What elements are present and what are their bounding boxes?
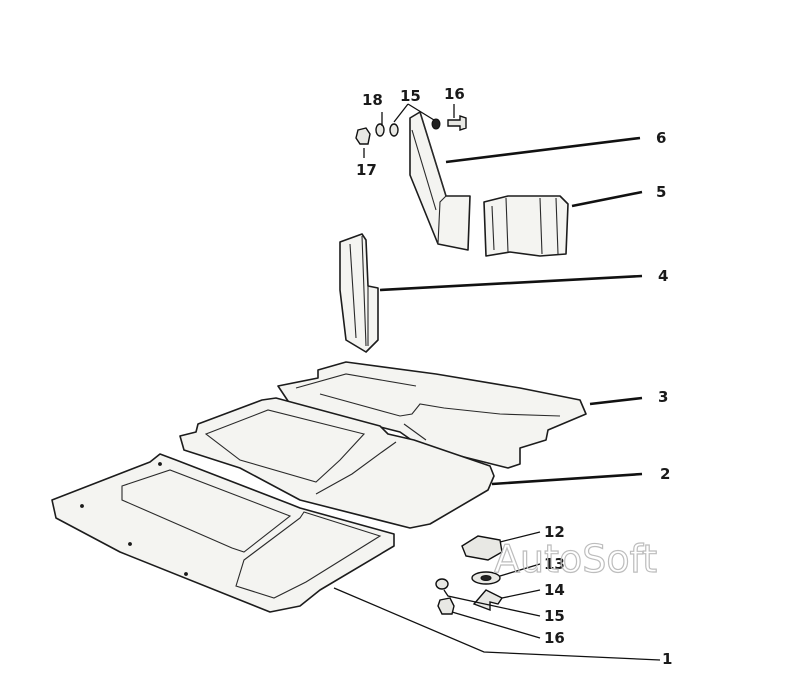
- callout-5: 5: [656, 183, 666, 201]
- callout-4: 4: [658, 267, 668, 285]
- washer-15b: [431, 118, 441, 130]
- callout-14: 14: [544, 581, 565, 599]
- washer-18: [375, 123, 385, 137]
- part-6-side-panel: [409, 111, 471, 251]
- callout-16-top: 16: [444, 85, 465, 103]
- bolt-16b: [437, 597, 455, 615]
- washer-15a: [389, 123, 399, 137]
- washer-15c: [435, 578, 449, 590]
- part-2-middle-panel: [179, 397, 495, 529]
- hardware-top: [355, 115, 467, 145]
- callout-2: 2: [660, 465, 670, 483]
- callout-labels: 1 2 3 4 5 6 12 13 14 15 16 15 16 17 18: [356, 85, 672, 668]
- leader-lines: [333, 103, 661, 661]
- part-4-vertical-bracket: [339, 233, 379, 353]
- callout-18: 18: [362, 91, 383, 109]
- callout-12: 12: [544, 523, 565, 541]
- nut-17: [355, 127, 371, 145]
- watermark-text: AutoSoft: [494, 537, 657, 581]
- clip-14: [472, 589, 504, 612]
- callout-16-bottom: 16: [544, 629, 565, 647]
- callout-6: 6: [656, 129, 666, 147]
- callout-15-bottom: 15: [544, 607, 565, 625]
- callout-3: 3: [658, 388, 668, 406]
- callout-13: 13: [544, 555, 565, 573]
- callout-1: 1: [662, 650, 672, 668]
- cap-12: [461, 535, 503, 561]
- callout-15-top: 15: [400, 87, 421, 105]
- part-5-bracket: [483, 195, 569, 257]
- bolt-16: [447, 115, 467, 131]
- part-1-front-panel: [51, 453, 395, 613]
- callout-17: 17: [356, 161, 377, 179]
- hardware-bottom: [435, 535, 504, 615]
